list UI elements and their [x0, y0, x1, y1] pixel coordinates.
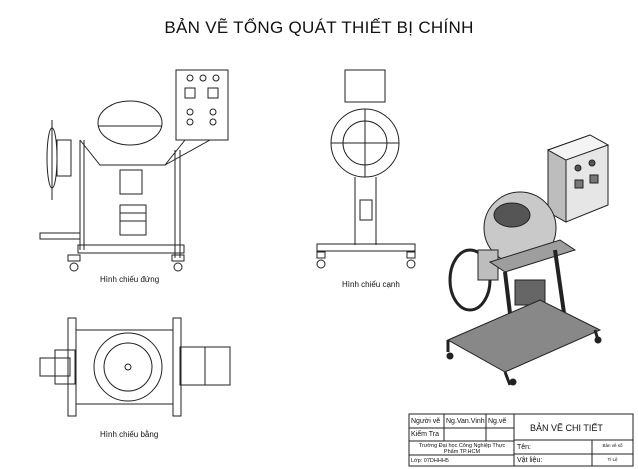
name-label: Tên:: [517, 444, 532, 451]
date-label: Ng.vẽ: [488, 418, 507, 425]
coating-bowl: [93, 332, 163, 402]
gear-housing: [56, 139, 72, 177]
detail-title: BẢN VẼ CHI TIẾT: [530, 423, 603, 433]
isometric-view: [446, 134, 610, 386]
motor: [119, 204, 147, 236]
front-view: [39, 69, 229, 272]
wheel: [173, 262, 183, 272]
motor: [359, 199, 373, 221]
top-view-caption: Hình chiếu bằng: [100, 430, 159, 439]
drawn-by-label: Người vẽ: [411, 418, 441, 425]
side-view: [316, 69, 416, 269]
control-box: [344, 69, 386, 103]
top-view: [39, 317, 231, 417]
side-view-caption: Hình chiếu cạnh: [342, 280, 400, 289]
wheel: [406, 259, 416, 269]
wheel: [69, 262, 79, 272]
coating-bowl: [97, 100, 163, 146]
material-label: Vật liệu:: [517, 457, 543, 464]
title-block-lines: [408, 413, 634, 467]
drawn-by-name: Ng.Van.Vinh: [446, 418, 485, 425]
reducer: [119, 169, 143, 195]
front-view-caption: Hình chiếu đứng: [100, 275, 160, 284]
wheel: [316, 259, 326, 269]
control-box: [175, 69, 229, 141]
checked-by-label: Kiểm Tra: [411, 431, 440, 438]
sheet-number-label: Bản vẽ số: [602, 443, 623, 448]
scale-label: Tỉ Lệ: [607, 457, 618, 462]
class-label: Lớp: 07DHHH5: [411, 458, 449, 464]
drawing-title: BẢN VẼ TỔNG QUÁT THIẾT BỊ CHÍNH: [164, 18, 474, 37]
school-name: Trường Đại học Công Nghiệp Thực Phẩm TP.…: [418, 443, 506, 456]
